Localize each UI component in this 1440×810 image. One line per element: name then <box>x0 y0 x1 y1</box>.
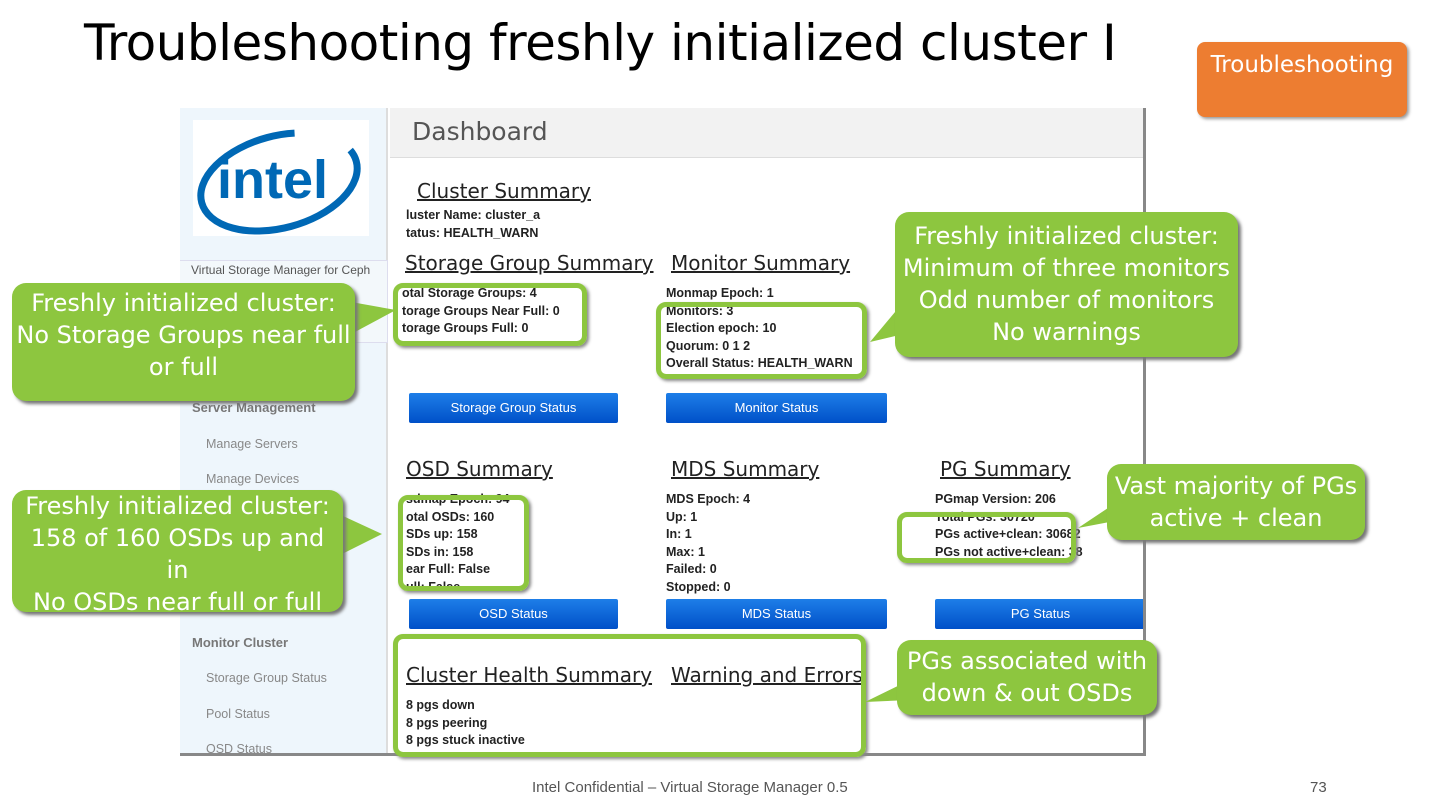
sidebar-item-storage-group-status[interactable]: Storage Group Status <box>206 671 327 685</box>
mds-summary-title: MDS Summary <box>671 457 820 481</box>
callout-pgs: Vast majority of PGs active + clean <box>1107 464 1365 540</box>
callout-line: No warnings <box>992 318 1141 346</box>
storage-group-status-button[interactable]: Storage Group Status <box>409 393 618 423</box>
stat-line: 8 pgs peering <box>406 715 488 730</box>
stat-line: otal OSDs: 160 <box>406 509 495 524</box>
stat-line: In: 1 <box>666 527 692 541</box>
cluster-name: luster Name: cluster_a <box>406 208 541 222</box>
cluster-status: tatus: HEALTH_WARN <box>406 225 539 240</box>
stat-line: 8 pgs stuck inactive <box>406 733 525 747</box>
sidebar-item-osd-status[interactable]: OSD Status <box>206 742 272 756</box>
stat-line: ear Full: False <box>406 562 491 576</box>
stat-line: PGs not active+clean: 38 <box>935 544 1083 559</box>
stat-line: torage Groups Full: 0 <box>402 321 529 335</box>
callout-health: PGs associated with down & out OSDs <box>897 640 1157 715</box>
cluster-summary-lines: luster Name: cluster_a tatus: HEALTH_WAR… <box>406 207 540 242</box>
monitor-summary-title: Monitor Summary <box>671 251 851 275</box>
callout-osds: Freshly initialized cluster: 158 of 160 … <box>12 490 343 616</box>
stat-line: otal Storage Groups: 4 <box>402 286 537 300</box>
cluster-summary-title: Cluster Summary <box>417 179 591 203</box>
stat-line: Stopped: 0 <box>666 579 731 594</box>
health-highlight <box>393 634 866 757</box>
osd-summary-title: OSD Summary <box>406 457 553 481</box>
callout-line: Vast majority of PGs <box>1114 472 1358 500</box>
warning-and-errors-title: Warning and Errors <box>671 663 863 687</box>
callout-line: in <box>166 556 189 584</box>
storage-group-summary-title: Storage Group Summary <box>405 251 654 275</box>
stat-line: MDS Epoch: 4 <box>666 492 751 506</box>
pg-summary-title: PG Summary <box>940 457 1071 481</box>
stat-line: Monitors: 3 <box>666 303 734 318</box>
stat-line: PGs active+clean: 30682 <box>935 527 1081 541</box>
callout-line: Odd number of monitors <box>918 286 1215 314</box>
callout-line: 158 of 160 OSDs up and <box>30 524 325 552</box>
cluster-health-summary-title: Cluster Health Summary <box>406 663 653 687</box>
storage-group-lines: otal Storage Groups: 4 torage Groups Nea… <box>402 285 560 338</box>
callout-line: Freshly initialized cluster: <box>31 289 336 317</box>
sidebar: intel Virtual Storage Manager for Ceph S… <box>180 108 388 756</box>
stat-line: Election epoch: 10 <box>666 321 777 335</box>
slide-title: Troubleshooting freshly initialized clus… <box>84 14 1117 72</box>
sidebar-section-monitor-cluster[interactable]: Monitor Cluster <box>192 635 289 650</box>
page-number: 73 <box>1310 779 1327 796</box>
dashboard-header: Dashboard <box>390 108 1143 158</box>
callout-line: or full <box>148 353 219 381</box>
slide-footer: Intel Confidential – Virtual Storage Man… <box>532 779 848 796</box>
stat-line: Overall Status: HEALTH_WARN <box>666 356 853 370</box>
stat-line: PGmap Version: 206 <box>935 492 1056 506</box>
osd-status-button[interactable]: OSD Status <box>409 599 618 629</box>
monitor-status-button[interactable]: Monitor Status <box>666 393 887 423</box>
callout-line: No Storage Groups near full <box>16 321 351 349</box>
stat-line: Quorum: 0 1 2 <box>666 338 751 353</box>
intel-logo: intel <box>193 120 369 236</box>
callout-line: No OSDs near full or full <box>33 588 322 616</box>
stat-line: SDs up: 158 <box>406 527 478 541</box>
pg-highlight <box>897 512 1076 563</box>
callout-line: Freshly initialized cluster: <box>914 222 1219 250</box>
callout-line: Freshly initialized cluster: <box>25 492 330 520</box>
osd-highlight <box>398 495 529 591</box>
stat-line: SDs in: 158 <box>406 544 474 559</box>
callout-storage-groups: Freshly initialized cluster: No Storage … <box>12 283 355 401</box>
stat-line: Failed: 0 <box>666 562 717 576</box>
stat-line: Monmap Epoch: 1 <box>666 286 774 300</box>
stat-line: 8 pgs down <box>406 698 475 712</box>
stat-line: Up: 1 <box>666 509 698 524</box>
callout-line: down & out OSDs <box>921 679 1133 707</box>
storage-group-highlight <box>393 283 587 346</box>
callout-line: active + clean <box>1149 504 1323 532</box>
stat-line: Max: 1 <box>666 544 705 559</box>
mds-status-button[interactable]: MDS Status <box>666 599 887 629</box>
callout-monitors: Freshly initialized cluster: Minimum of … <box>895 212 1238 357</box>
pg-status-button[interactable]: PG Status <box>935 599 1143 629</box>
monitor-highlight <box>656 302 867 379</box>
mds-lines: MDS Epoch: 4 Up: 1 In: 1 Max: 1 Failed: … <box>666 491 750 596</box>
sidebar-item-manage-devices[interactable]: Manage Devices <box>206 472 300 486</box>
sidebar-item-manage-servers[interactable]: Manage Servers <box>206 437 298 451</box>
health-lines: 8 pgs down 8 pgs peering 8 pgs stuck ina… <box>406 697 525 750</box>
callout-line: PGs associated with <box>906 647 1148 675</box>
callout-line: Minimum of three monitors <box>902 254 1231 282</box>
section-badge: Troubleshooting <box>1197 42 1407 117</box>
monitor-lines: Monmap Epoch: 1 Monitors: 3 Election epo… <box>666 285 853 373</box>
svg-text:intel: intel <box>217 150 328 210</box>
stat-line: torage Groups Near Full: 0 <box>402 303 560 318</box>
sidebar-item-pool-status[interactable]: Pool Status <box>206 707 270 721</box>
sidebar-section-server-management[interactable]: Server Management <box>192 400 316 415</box>
